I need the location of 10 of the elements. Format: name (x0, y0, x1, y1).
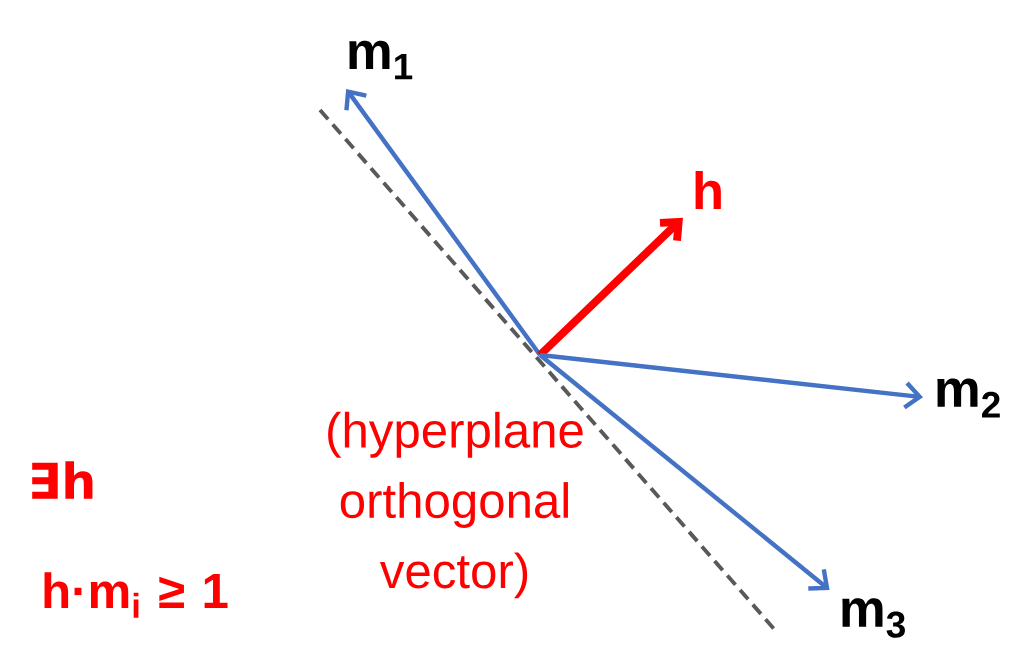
annotation-text: h·m$_{i}$ ≥ 1 (44, 572, 228, 618)
annotation-text: (hyperplane orthogonal vector) (328, 411, 583, 599)
vector-arrow (538, 353, 830, 591)
vector-label: m$_{3}$ (842, 598, 905, 638)
vector-label: m$_{1}$ (349, 40, 413, 80)
vector-arrow (539, 352, 924, 410)
vector-label: m$_{2}$ (937, 378, 1000, 418)
annotation-text: ∃h (32, 461, 93, 499)
vector-arrow (344, 88, 542, 357)
vector-label: h (695, 170, 721, 210)
